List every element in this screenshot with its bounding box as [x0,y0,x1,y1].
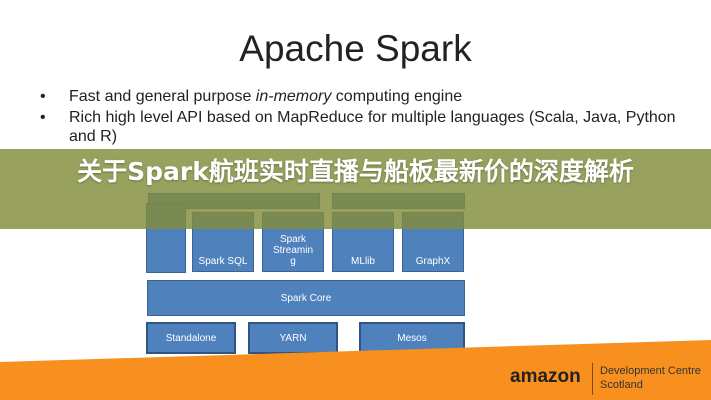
slide-title: Apache Spark [239,28,472,69]
box-standalone: Standalone [146,322,236,354]
box-spark-core: Spark Core [147,280,465,316]
bullet-list: Fast and general purpose in-memory compu… [40,87,680,146]
bullet-item: Fast and general purpose in-memory compu… [40,87,680,106]
footer-divider [592,363,593,395]
footer-line1: Development Centre [600,365,701,377]
headline-text: 关于Spark航班实时直播与船板最新价的深度解析 [77,157,634,186]
amazon-logo: amazon [510,366,581,387]
bullet-item: Rich high level API based on MapReduce f… [40,108,680,146]
footer-line2: Scotland [600,379,643,391]
box-yarn: YARN [248,322,338,354]
headline-band [0,149,711,229]
